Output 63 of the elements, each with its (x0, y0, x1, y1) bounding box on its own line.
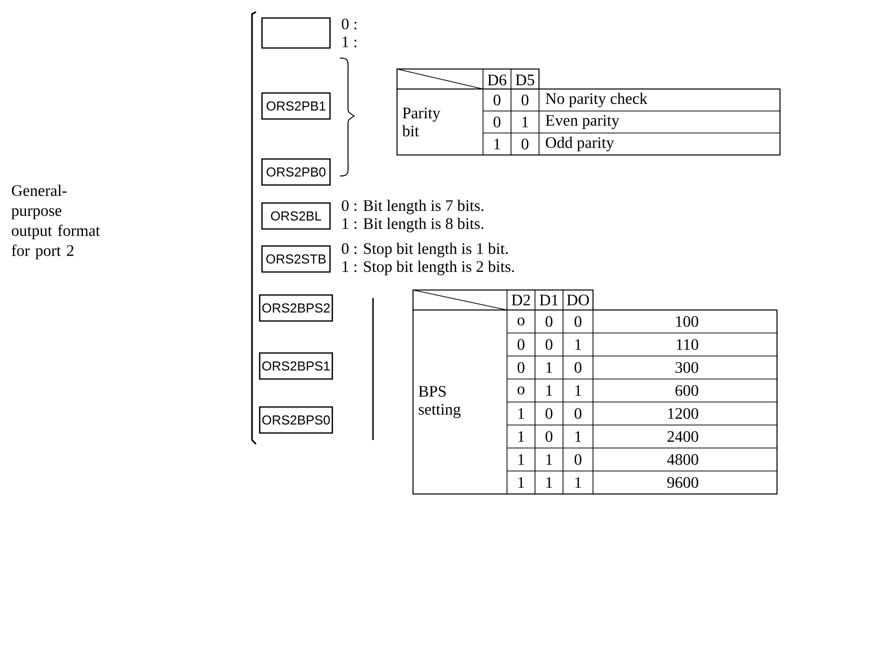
table-value: 110 (676, 339, 698, 350)
table-value: 9600 (667, 477, 698, 488)
table-value: 0 (522, 138, 528, 150)
table-value: 0 (546, 316, 552, 327)
table-value: 1 (546, 385, 552, 396)
table-value: 1 (522, 116, 528, 128)
table-value: 1 (575, 431, 582, 442)
table-value: 100 (676, 316, 698, 327)
table-value: 1 (518, 408, 524, 419)
column-header: D5 (516, 74, 534, 86)
table-value: 0 (574, 362, 582, 373)
table-value: 0 (546, 431, 552, 442)
bit-description: 0 : (342, 18, 356, 30)
table-value: 1 (575, 477, 582, 488)
bit-description: 0 : Bit length is 7 bits. (342, 200, 484, 214)
column-header: D6 (488, 74, 506, 86)
side-title: General-purpose output format for port 2 (11, 184, 100, 260)
table-value: 1 (575, 339, 582, 350)
register-box: ORS2BL (261, 202, 331, 230)
table-value: 0 (546, 339, 552, 350)
table-value: 4800 (667, 454, 698, 465)
row-header: Parity bit (402, 108, 440, 136)
bit-description: 0 : Stop bit length is 1 bit. (342, 242, 508, 258)
column-header: DO (566, 294, 589, 306)
bit-description: 1 : (342, 36, 356, 48)
table-value: Odd parity (546, 136, 614, 152)
table-value: 1 (575, 385, 582, 396)
table-value: 0 (518, 362, 524, 373)
table-value: 1 (518, 454, 524, 465)
table-value: 1 (546, 362, 552, 373)
bit-description: 1 : Bit length is 8 bits. (342, 218, 484, 232)
table-value: 0 (494, 116, 500, 128)
register-box: ORS2BPS1 (259, 352, 333, 380)
table-value: 0 (574, 454, 582, 465)
register-box: ORS2PB1 (261, 92, 331, 120)
table-value: 1 (518, 431, 524, 442)
register-box: ORS2BPS0 (259, 406, 333, 434)
register-box: ORS2PB0 (261, 158, 331, 186)
table-value: 0 (574, 316, 582, 327)
empty-box (261, 17, 331, 49)
table-value: 300 (676, 362, 698, 373)
table-value: Even parity (546, 115, 620, 130)
table-value: 2400 (668, 431, 698, 442)
table-value: 0 (574, 408, 582, 419)
table-value: 0 (522, 94, 528, 106)
table-value: 1 (494, 138, 500, 150)
table-value: 0 (494, 94, 500, 106)
column-header: D2 (512, 294, 530, 306)
table-value: 1200 (668, 408, 698, 419)
table-value: 1 (518, 477, 524, 488)
register-box: ORS2BPS2 (259, 294, 333, 322)
column-header: D1 (540, 294, 558, 306)
register-box: ORS2STB (261, 245, 331, 273)
table-value: 0 (518, 339, 524, 350)
table-value: No parity check (546, 92, 648, 108)
row-header: BPS setting (418, 386, 461, 418)
table-value: 600 (676, 385, 698, 396)
table-value: 1 (546, 454, 552, 465)
table-value: 1 (546, 477, 552, 488)
table-value: 0 (546, 408, 552, 419)
table-value: o (518, 318, 524, 326)
table-value: o (518, 386, 524, 394)
bit-description: 1 : Stop bit length is 2 bits. (342, 260, 514, 276)
